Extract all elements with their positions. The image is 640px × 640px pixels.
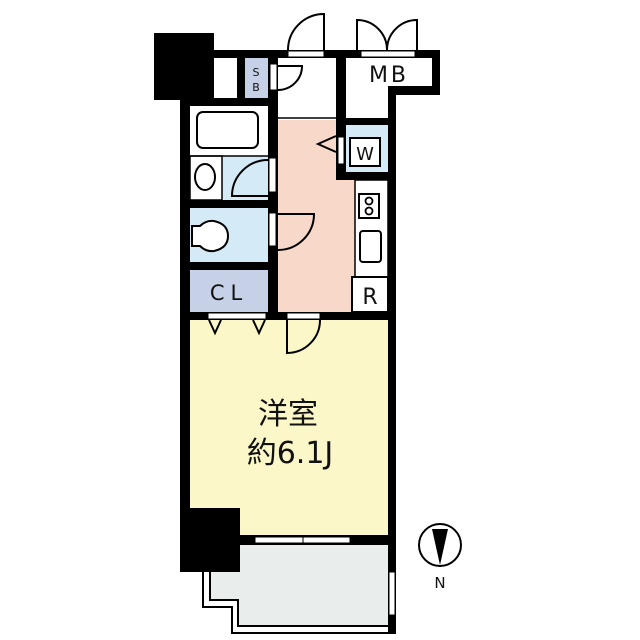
- stove-icon: [358, 193, 380, 219]
- walls: [154, 33, 440, 633]
- closet-label: CL: [210, 281, 248, 305]
- shoe-box-label-s: S: [253, 66, 260, 79]
- bathroom-floor: [222, 156, 268, 200]
- compass-label: N: [434, 574, 445, 592]
- refrigerator-space: [351, 276, 389, 313]
- western-room-name: 洋室: [258, 397, 318, 432]
- washbasin-icon: [194, 163, 216, 191]
- openings: [207, 50, 416, 616]
- toilet-icon: [191, 219, 230, 253]
- bathtub: [196, 111, 259, 149]
- shoe-box: [245, 58, 268, 98]
- north-compass-icon: N: [418, 523, 462, 592]
- closet-doors[interactable]: [208, 319, 266, 336]
- shoe-box-door[interactable]: [277, 65, 304, 91]
- bathroom-door[interactable]: [230, 159, 269, 197]
- room-door[interactable]: [286, 319, 321, 355]
- refrigerator-label: R: [362, 285, 377, 310]
- western-room-floor: [190, 320, 388, 535]
- balcony-floor: [210, 545, 388, 626]
- western-room-size: 約6.1J: [247, 436, 334, 471]
- balcony-railing: [202, 572, 396, 634]
- kitchen-sink-icon: [359, 230, 382, 263]
- meter-box-doors[interactable]: [356, 18, 418, 51]
- meter-box-label: MB: [369, 63, 409, 88]
- toilet-door[interactable]: [277, 213, 316, 251]
- washer-label: W: [356, 144, 374, 165]
- closet-floor: [190, 270, 268, 312]
- entrance-door[interactable]: [287, 12, 325, 51]
- shoe-box-label-b: B: [252, 81, 260, 94]
- washer-icon: [349, 137, 381, 167]
- corridor-kitchen-floor: [278, 120, 355, 312]
- washer-door[interactable]: [315, 135, 337, 153]
